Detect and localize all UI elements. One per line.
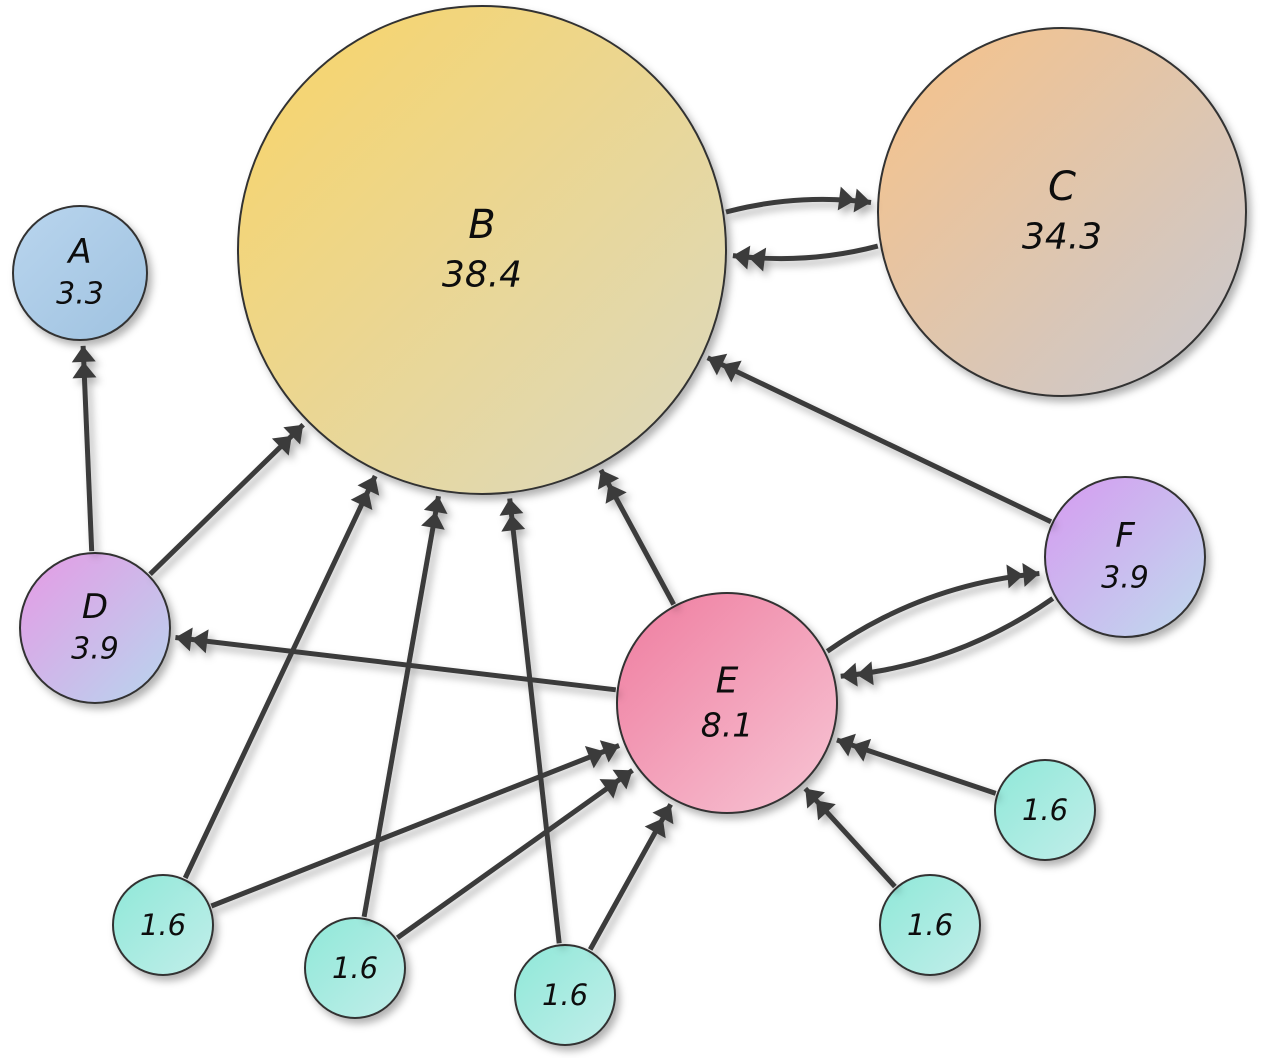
edge-D-B [148, 422, 305, 576]
node-G2: 1.6 [304, 917, 406, 1019]
node-circle-G4 [879, 874, 981, 976]
node-value-G3: 1.6 [542, 978, 588, 1012]
node-label-C: C [1048, 164, 1076, 210]
node-F: F 3.9 [1044, 476, 1206, 638]
node-value-E: 8.1 [701, 706, 753, 745]
edge-E-D [175, 627, 617, 693]
node-circle-A [12, 205, 148, 341]
node-value-F: 3.9 [1101, 561, 1149, 596]
edge-G4-E [803, 786, 897, 889]
node-G4: 1.6 [879, 874, 981, 976]
node-G1: 1.6 [112, 874, 214, 976]
node-value-G1: 1.6 [140, 908, 186, 942]
node-circle-G2 [304, 917, 406, 1019]
edge-F-B [706, 353, 1053, 524]
node-value-G4: 1.6 [907, 908, 953, 942]
nodes-layer: A 3.3 B 38.4 C 34.3D 3.9E 8.1 F 3.9 1.6 1.6 1.6 1.6 1.… [12, 5, 1247, 1046]
edge-G3-B [499, 498, 562, 944]
node-E: E 8.1 [616, 592, 838, 814]
node-circle-E [616, 592, 838, 814]
edge-G2-E [395, 768, 634, 940]
edge-B-C [725, 186, 872, 215]
edge-D-A [71, 345, 97, 552]
edge-G2-B [361, 495, 448, 918]
edge-G5-E [836, 733, 997, 796]
edge-G1-E [210, 740, 621, 909]
node-G5: 1.6 [994, 759, 1096, 861]
node-G3: 1.6 [514, 944, 616, 1046]
edges-layer [71, 186, 1055, 951]
node-label-B: B [468, 202, 495, 248]
node-label-A: A [66, 232, 91, 272]
edge-E-F [825, 563, 1040, 654]
node-label-F: F [1115, 516, 1135, 556]
node-label-D: D [82, 587, 108, 627]
node-value-B: 38.4 [442, 255, 522, 296]
node-D: D 3.9 [19, 552, 171, 704]
edge-E-B [597, 468, 676, 606]
node-circle-G3 [514, 944, 616, 1046]
edge-G1-B [182, 474, 380, 880]
edge-F-E [840, 596, 1055, 687]
node-B: B 38.4 [237, 5, 727, 495]
node-circle-C [877, 27, 1247, 397]
node-label-E: E [716, 661, 739, 702]
node-value-D: 3.9 [71, 632, 119, 667]
node-value-G5: 1.6 [1022, 793, 1068, 827]
node-circle-B [237, 5, 727, 495]
node-circle-D [19, 552, 171, 704]
node-circle-G5 [994, 759, 1096, 861]
node-circle-F [1044, 476, 1206, 638]
edge-C-B [732, 243, 879, 272]
edge-G3-E [588, 803, 674, 951]
node-value-A: 3.3 [56, 277, 104, 312]
node-circle-G1 [112, 874, 214, 976]
node-A: A 3.3 [12, 205, 148, 341]
node-value-C: 34.3 [1022, 217, 1102, 258]
node-value-G2: 1.6 [332, 951, 378, 985]
node-C: C 34.3 [877, 27, 1247, 397]
